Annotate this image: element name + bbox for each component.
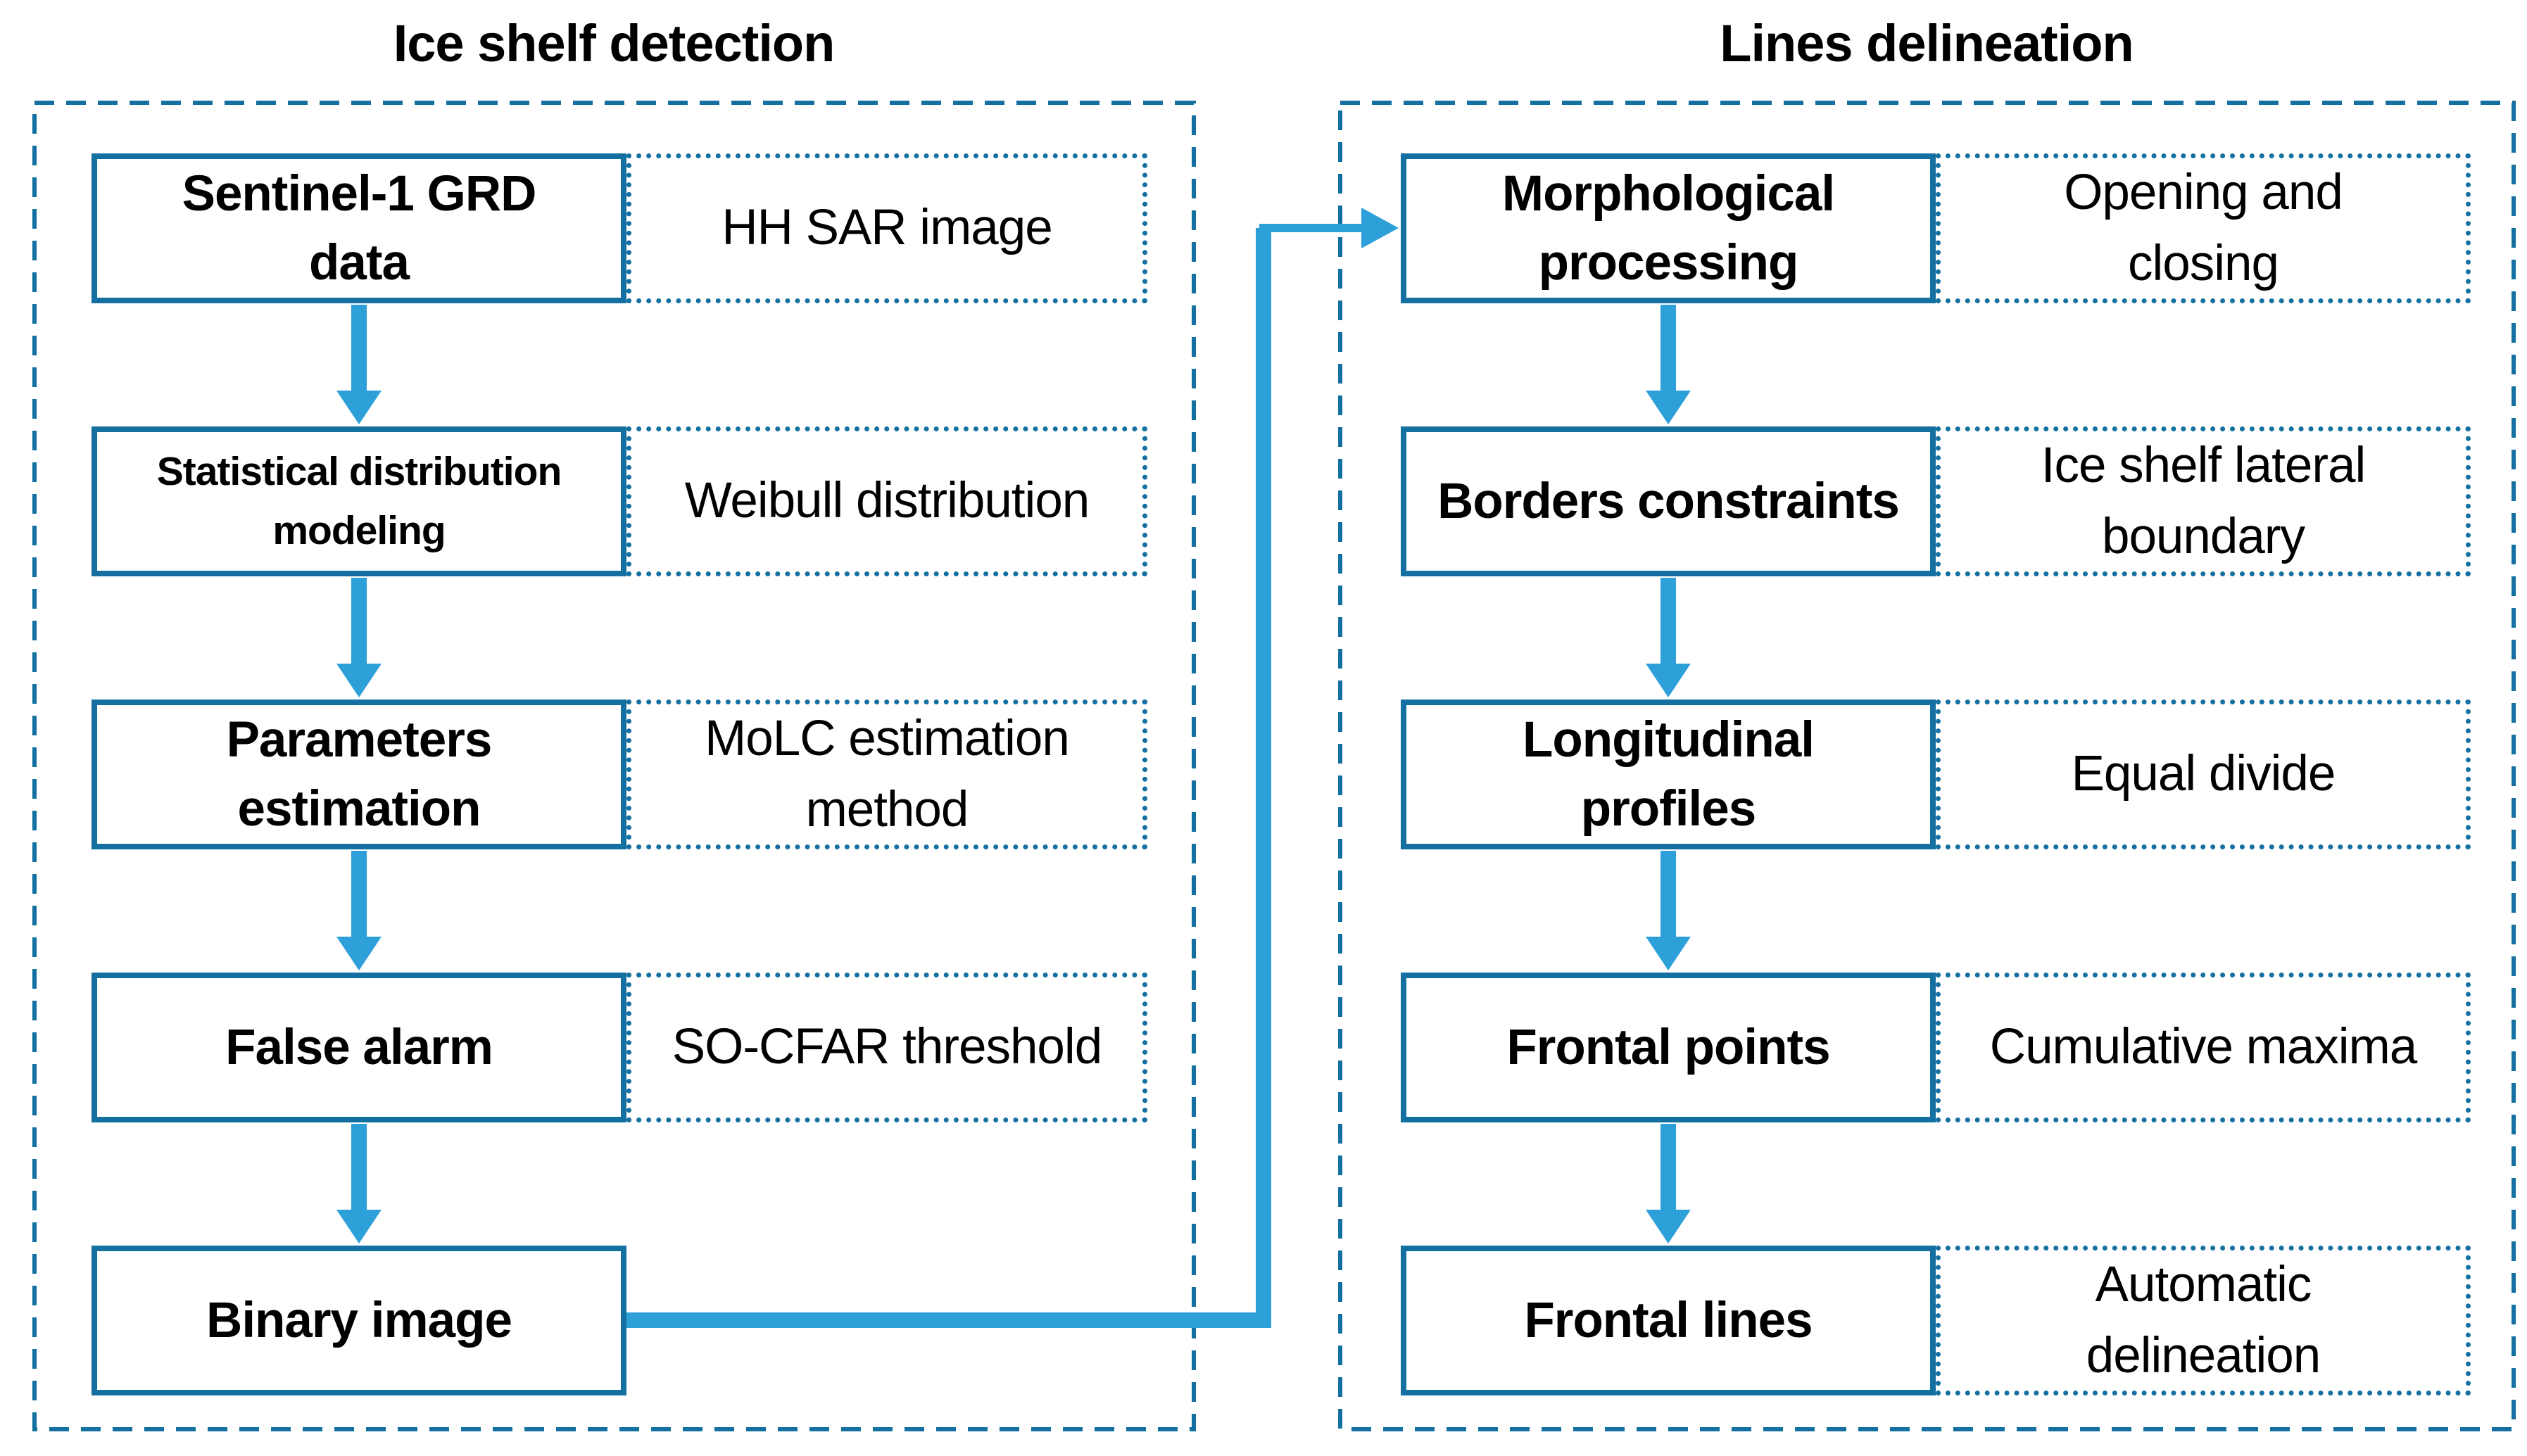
note-label-cumulative-maxima: Cumulative maxima (1989, 1019, 2417, 1075)
step-label-longitudinal-profiles: Longitudinal profiles (1523, 711, 1815, 837)
step-label-frontal-lines: Frontal lines (1524, 1292, 1813, 1348)
flow-arrow-left-1 (336, 305, 382, 424)
section-title-lines-delineation: Lines delineation (1720, 13, 2134, 72)
step-box-morphological-processing: Morphological processing (1401, 153, 1936, 303)
note-box-molc-estimation-method: MoLC estimation method (626, 699, 1147, 849)
arrow-head-icon (1646, 1210, 1691, 1243)
flow-arrow-right-3 (1646, 851, 1691, 970)
note-box-weibull-distribution: Weibull distribution (626, 426, 1147, 576)
step-box-parameters-estimation: Parameters estimation (92, 699, 626, 849)
arrow-head-icon (1646, 664, 1691, 697)
note-label-hh-sar-image: HH SAR image (721, 200, 1052, 256)
note-box-opening-and-closing: Opening and closing (1936, 153, 2471, 303)
step-box-longitudinal-profiles: Longitudinal profiles (1401, 699, 1936, 849)
note-label-so-cfar-threshold: SO-CFAR threshold (672, 1019, 1102, 1075)
note-label-molc-estimation-method: MoLC estimation method (705, 710, 1070, 837)
arrow-head-icon (1361, 208, 1399, 248)
arrow-head-icon (336, 664, 382, 697)
step-label-parameters-estimation: Parameters estimation (226, 711, 493, 837)
arrow-head-icon (336, 937, 382, 970)
note-box-cumulative-maxima: Cumulative maxima (1936, 973, 2471, 1122)
note-label-equal-divide: Equal divide (2071, 746, 2336, 802)
step-label-borders-constraints: Borders constraints (1437, 473, 1900, 529)
step-box-binary-image: Binary image (92, 1246, 626, 1395)
flow-arrow-right-1 (1646, 305, 1691, 424)
flow-arrow-left-3 (336, 851, 382, 970)
arrow-head-icon (336, 391, 382, 424)
arrow-head-icon (1646, 937, 1691, 970)
flow-arrow-right-4 (1646, 1124, 1691, 1243)
note-label-opening-and-closing: Opening and closing (2064, 164, 2343, 291)
note-box-automatic-delineation: Automatic delineation (1936, 1246, 2471, 1395)
step-box-sentinel-1-grd-data: Sentinel-1 GRD data (92, 153, 626, 303)
step-label-morphological-processing: Morphological processing (1501, 165, 1835, 291)
note-box-hh-sar-image: HH SAR image (626, 153, 1147, 303)
step-label-false-alarm: False alarm (225, 1019, 493, 1075)
note-box-so-cfar-threshold: SO-CFAR threshold (626, 973, 1147, 1122)
arrow-head-icon (336, 1210, 382, 1243)
step-box-frontal-points: Frontal points (1401, 973, 1936, 1122)
section-title-ice-shelf-detection: Ice shelf detection (393, 13, 836, 72)
step-box-statistical-distribution-modeling: Statistical distribution modeling (92, 426, 626, 576)
note-box-equal-divide: Equal divide (1936, 699, 2471, 849)
note-box-ice-shelf-lateral-boundary: Ice shelf lateral boundary (1936, 426, 2471, 576)
note-label-ice-shelf-lateral-boundary: Ice shelf lateral boundary (2041, 437, 2367, 564)
step-box-false-alarm: False alarm (92, 973, 626, 1122)
step-box-frontal-lines: Frontal lines (1401, 1246, 1936, 1395)
step-label-sentinel-1-grd-data: Sentinel-1 GRD data (182, 165, 537, 291)
flow-arrow-right-2 (1646, 578, 1691, 697)
step-label-frontal-points: Frontal points (1506, 1019, 1830, 1075)
flow-arrow-left-4 (336, 1124, 382, 1243)
step-label-binary-image: Binary image (206, 1292, 512, 1348)
step-label-statistical-distribution-modeling: Statistical distribution modeling (156, 449, 562, 553)
arrow-head-icon (1646, 391, 1691, 424)
note-label-automatic-delineation: Automatic delineation (2086, 1256, 2321, 1384)
note-label-weibull-distribution: Weibull distribution (684, 473, 1090, 529)
flow-arrow-left-2 (336, 578, 382, 697)
step-box-borders-constraints: Borders constraints (1401, 426, 1936, 576)
